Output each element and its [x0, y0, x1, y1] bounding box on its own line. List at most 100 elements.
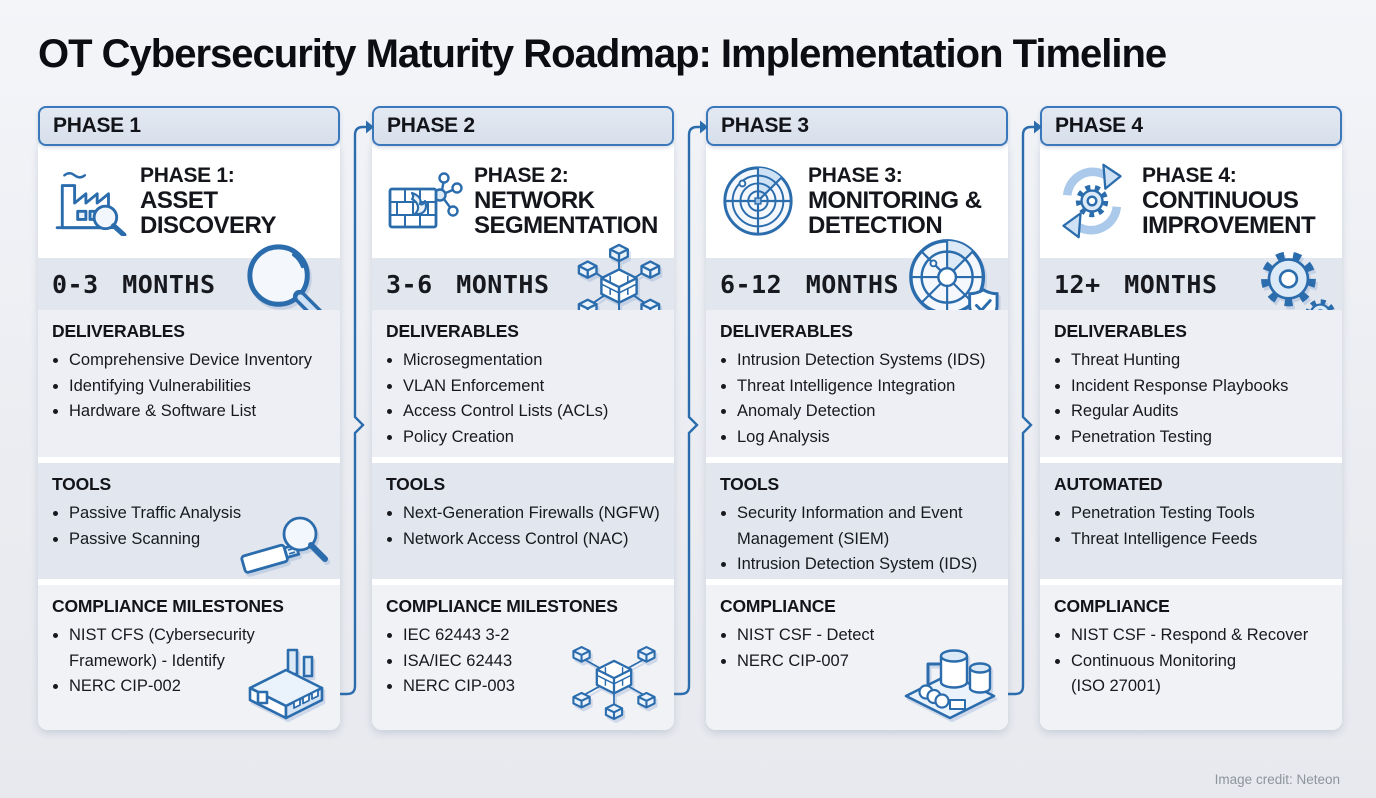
list-item: Next-Generation Firewalls (NGFW) [403, 501, 662, 527]
phase-title-block: PHASE 3: MONITORING & DETECTION [808, 164, 1000, 239]
list-item: Penetration Testing [1071, 425, 1330, 451]
phase-title: CONTINUOUS IMPROVEMENT [1142, 186, 1316, 239]
section-heading: DELIVERABLES [1054, 321, 1187, 341]
phase-3-title-row: PHASE 3: MONITORING & DETECTION [706, 144, 1008, 258]
phase-3-column: PHASE 3 PHASE 3: [706, 106, 1008, 730]
list-item: Passive Traffic Analysis [69, 501, 328, 527]
list-item: Hardware & Software List [69, 399, 328, 425]
list-item: NIST CSF - Respond & Recover [1071, 623, 1330, 649]
section-heading: COMPLIANCE [1054, 596, 1170, 616]
page-title: OT Cybersecurity Maturity Roadmap: Imple… [38, 32, 1167, 76]
phase-2-card: PHASE 2: NETWORK SEGMENTATION 3-6 MONTHS [372, 144, 674, 730]
compliance-list: IEC 62443 3-2 ISA/IEC 62443 NERC CIP-003 [386, 623, 662, 700]
magnifier-usb-icon [236, 507, 336, 579]
phase-2-tools: TOOLS Next-Generation Firewalls (NGFW) N… [372, 463, 674, 579]
list-item: Security Information and Event Managemen… [737, 501, 996, 552]
isometric-factory-icon [238, 640, 334, 722]
list-item: NERC CIP-007 [737, 649, 996, 675]
list-item: Access Control Lists (ACLs) [403, 399, 662, 425]
list-item: Microsegmentation [403, 348, 662, 374]
phase-2-header: PHASE 2 [372, 106, 674, 146]
phase-connector-arrow [340, 120, 374, 696]
deliverables-list: Comprehensive Device Inventory Identifyi… [52, 348, 328, 425]
phase-1-title-row: PHASE 1: ASSET DISCOVERY [38, 144, 340, 258]
phase-title: ASSET DISCOVERY [140, 186, 276, 239]
phase-title: MONITORING & DETECTION [808, 186, 982, 239]
phase-title: NETWORK SEGMENTATION [474, 186, 658, 239]
firewall-network-icon [384, 165, 464, 237]
tools-list: Next-Generation Firewalls (NGFW) Network… [386, 501, 662, 552]
list-item: Passive Scanning [69, 527, 328, 553]
phase-4-compliance: COMPLIANCE NIST CSF - Respond & Recover … [1040, 585, 1342, 730]
list-item: Regular Audits [1071, 399, 1330, 425]
phase-3-header: PHASE 3 [706, 106, 1008, 146]
section-heading: DELIVERABLES [720, 321, 853, 341]
list-item: Threat Intelligence Integration [737, 374, 996, 400]
deliverables-list: Intrusion Detection Systems (IDS) Threat… [720, 348, 996, 450]
list-item: Threat Hunting [1071, 348, 1330, 374]
phase-1-column: PHASE 1 [38, 106, 340, 730]
phase-4-automated: AUTOMATED Penetration Testing Tools Thre… [1040, 463, 1342, 579]
phase-2-column: PHASE 2 [372, 106, 674, 730]
phase-1-compliance: COMPLIANCE MILESTONES NIST CFS (Cybersec… [38, 585, 340, 730]
list-item: Network Access Control (NAC) [403, 527, 662, 553]
section-heading: COMPLIANCE [720, 596, 836, 616]
phase-title-prefix: PHASE 4: [1142, 163, 1237, 187]
phase-title-block: PHASE 1: ASSET DISCOVERY [140, 164, 332, 239]
phase-2-months-band: 3-6 MONTHS [372, 243, 674, 336]
section-heading: TOOLS [720, 474, 779, 494]
months-label: 12+ MONTHS [1054, 269, 1218, 299]
list-item: NIST CSF - Detect [737, 623, 996, 649]
list-item: Intrusion Detection System (IDS) [737, 552, 996, 578]
phase-3-deliverables: DELIVERABLES Intrusion Detection Systems… [706, 310, 1008, 457]
list-item: IEC 62443 3-2 [403, 623, 662, 649]
phase-4-card: PHASE 4: CONTINUOUS IMPROVEMENT 12+ MONT… [1040, 144, 1342, 730]
list-item: NERC CIP-002 [69, 674, 328, 700]
list-item: Threat Intelligence Feeds [1071, 527, 1330, 553]
list-item: Penetration Testing Tools [1071, 501, 1330, 527]
list-item: Intrusion Detection Systems (IDS) [737, 348, 996, 374]
phase-3-card: PHASE 3: MONITORING & DETECTION 6-12 MON… [706, 144, 1008, 730]
section-heading: DELIVERABLES [52, 321, 185, 341]
list-item: ISA/IEC 62443 [403, 649, 662, 675]
phase-header-label: PHASE 1 [53, 114, 141, 137]
phase-2-compliance: COMPLIANCE MILESTONES IEC 62443 3-2 ISA/… [372, 585, 674, 730]
section-heading: TOOLS [52, 474, 111, 494]
phase-header-label: PHASE 2 [387, 114, 475, 137]
deliverables-list: Threat Hunting Incident Response Playboo… [1054, 348, 1330, 450]
phase-4-months-band: 12+ MONTHS [1040, 251, 1342, 330]
phase-3-months-band: 6-12 MONTHS [706, 239, 1008, 325]
phase-4-deliverables: DELIVERABLES Threat Hunting Incident Res… [1040, 310, 1342, 457]
phase-1-tools: TOOLS Passive Traffic Analysis Passive S… [38, 463, 340, 579]
phase-3-tools: TOOLS Security Information and Event Man… [706, 463, 1008, 579]
tools-list: Security Information and Event Managemen… [720, 501, 996, 578]
deliverables-list: Microsegmentation VLAN Enforcement Acces… [386, 348, 662, 450]
phase-1-months-band: 0-3 MONTHS [38, 244, 340, 326]
tools-list: Passive Traffic Analysis Passive Scannin… [52, 501, 328, 552]
section-heading: AUTOMATED [1054, 474, 1163, 494]
phase-4-header: PHASE 4 [1040, 106, 1342, 146]
phase-header-label: PHASE 4 [1055, 114, 1143, 137]
phase-1-deliverables: DELIVERABLES Comprehensive Device Invent… [38, 310, 340, 457]
phase-title-block: PHASE 4: CONTINUOUS IMPROVEMENT [1142, 164, 1334, 239]
cube-network-wall-icon [568, 638, 660, 722]
months-label: 6-12 MONTHS [720, 269, 900, 299]
phase-title-prefix: PHASE 2: [474, 163, 569, 187]
phase-4-column: PHASE 4 [1040, 106, 1342, 730]
list-item: Anomaly Detection [737, 399, 996, 425]
list-item: NERC CIP-003 [403, 674, 662, 700]
phase-3-compliance: COMPLIANCE NIST CSF - Detect NERC CIP-00… [706, 585, 1008, 730]
phase-1-header: PHASE 1 [38, 106, 340, 146]
phase-connector-arrow [1008, 120, 1042, 696]
industrial-plant-icon [898, 634, 1002, 722]
months-label: 3-6 MONTHS [386, 269, 550, 299]
list-item: Continuous Monitoring (ISO 27001) [1071, 649, 1330, 700]
phase-2-deliverables: DELIVERABLES Microsegmentation VLAN Enfo… [372, 310, 674, 457]
list-item: Incident Response Playbooks [1071, 374, 1330, 400]
phase-title-block: PHASE 2: NETWORK SEGMENTATION [474, 164, 666, 239]
phase-1-card: PHASE 1: ASSET DISCOVERY 0-3 MONTHS DELI… [38, 144, 340, 730]
list-item: Identifying Vulnerabilities [69, 374, 328, 400]
section-heading: DELIVERABLES [386, 321, 519, 341]
factory-search-icon [50, 166, 130, 236]
list-item: Log Analysis [737, 425, 996, 451]
